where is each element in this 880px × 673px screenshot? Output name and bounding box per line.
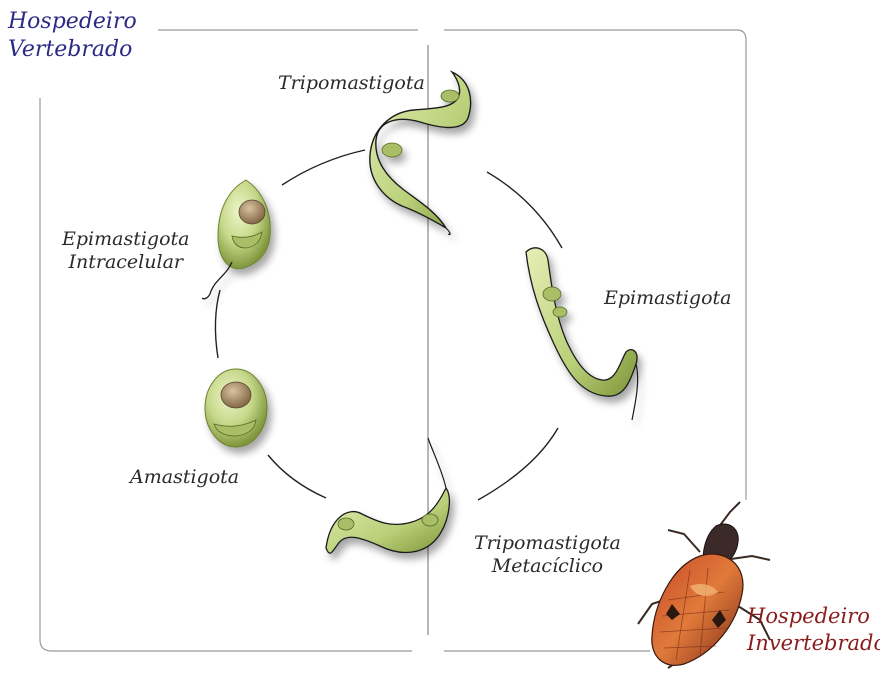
tripomastigota-metaciclico-line1: Tripomastigota xyxy=(474,532,621,555)
cycle-arc-left xyxy=(215,290,220,358)
cycle-arc-bottom-left xyxy=(268,455,326,498)
invertebrate-host-label-line2: Invertebrado xyxy=(747,630,880,657)
invertebrate-host-label-line1: Hospedeiro xyxy=(747,603,880,630)
cycle-arc-right xyxy=(478,428,558,500)
amastigota-label-text: Amastigota xyxy=(130,466,239,489)
epimastigota-intracelular-label: Epimastigota Intracelular xyxy=(62,228,189,274)
cycle-arc-top-right xyxy=(487,172,562,248)
invertebrate-host-label: Hospedeiro Invertebrado xyxy=(747,603,880,657)
vertebrate-host-label: Hospedeiro Vertebrado xyxy=(8,8,137,64)
tripomastigote-organism xyxy=(370,72,471,235)
intracellular-epimastigote-organism xyxy=(202,180,270,299)
vertebrate-host-label-line1: Hospedeiro xyxy=(8,8,137,36)
amastigota-label: Amastigota xyxy=(130,466,239,489)
epimastigota-label-text: Epimastigota xyxy=(604,287,731,310)
amastigote-organism xyxy=(205,369,267,447)
epimastigota-intracelular-line2: Intracelular xyxy=(62,251,189,274)
epimastigota-label: Epimastigota xyxy=(604,287,731,310)
epimastigota-intracelular-line1: Epimastigota xyxy=(62,228,189,251)
tripomastigota-label-text: Tripomastigota xyxy=(278,72,425,95)
vertebrate-host-label-line2: Vertebrado xyxy=(8,36,137,64)
metacyclic-trypomastigote-organism xyxy=(326,438,449,553)
cycle-arc-top-left xyxy=(282,150,365,185)
tripomastigota-label: Tripomastigota xyxy=(278,72,425,95)
epimastigote-organism xyxy=(526,248,638,420)
tripomastigota-metaciclico-line2: Metacíclico xyxy=(474,555,621,578)
tripomastigota-metaciclico-label: Tripomastigota Metacíclico xyxy=(474,532,621,578)
vertebrate-host-frame xyxy=(40,30,418,651)
cycle-arrows xyxy=(215,150,562,500)
